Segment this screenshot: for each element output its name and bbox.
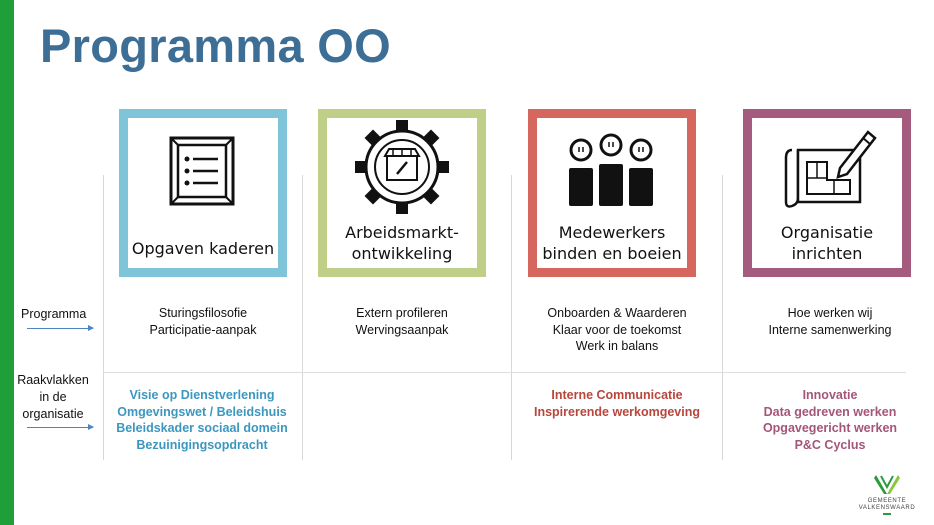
side-accent-bar [0, 0, 14, 525]
raakvlakken-text: Visie op Dienstverlening Omgevingswet / … [116, 388, 288, 452]
card-medewerkers-binden-en-boeien: Medewerkers binden en boeien [528, 109, 696, 277]
programma-text: Extern profileren Wervingsaanpak [355, 306, 449, 337]
row-label-raakvlakken: Raakvlakken in de organisatie [17, 373, 89, 421]
programma-text: Onboarden & Waarderen Klaar voor de toek… [547, 306, 687, 353]
column-divider [511, 175, 512, 460]
gear-shop-icon [355, 120, 449, 214]
row-divider [103, 372, 906, 373]
card-arbeidsmarktontwikkeling: Arbeidsmarkt- ontwikkeling [318, 109, 486, 277]
programma-text: Sturingsfilosofie Participatie-aanpak [149, 306, 257, 337]
arrow-raakvlakken [27, 424, 94, 430]
card-organisatie-inrichten: Organisatie inrichten [743, 109, 911, 277]
card-label: Arbeidsmarkt- ontwikkeling [345, 223, 459, 263]
row-label-programma: Programma [21, 307, 87, 321]
raakvlakken-text: Innovatie Data gedreven werken Opgaveger… [762, 388, 898, 452]
card-label: Opgaven kaderen [131, 239, 275, 258]
page-title: Programma OO [40, 19, 391, 72]
card-label: Medewerkers binden en boeien [542, 223, 682, 263]
column-divider [103, 175, 104, 460]
column-divider [722, 175, 723, 460]
people-icon [569, 133, 653, 206]
column-divider [302, 175, 303, 460]
logo-mark-icon [874, 475, 900, 494]
card-label: Organisatie inrichten [780, 223, 874, 263]
frame-list-icon [169, 136, 235, 206]
gemeente-valkenswaard-logo: GEMEENTE VALKENSWAARD [852, 472, 922, 518]
arrow-programma [27, 325, 94, 331]
blueprint-pencil-icon [784, 130, 877, 208]
logo-text: GEMEENTE VALKENSWAARD [858, 498, 916, 511]
raakvlakken-text: Interne Communicatie Inspirerende werkom… [533, 388, 701, 419]
programma-text: Hoe werken wij Interne samenwerking [768, 306, 892, 337]
logo-underline [883, 513, 891, 515]
card-opgaven-kaderen: Opgaven kaderen [119, 109, 287, 277]
